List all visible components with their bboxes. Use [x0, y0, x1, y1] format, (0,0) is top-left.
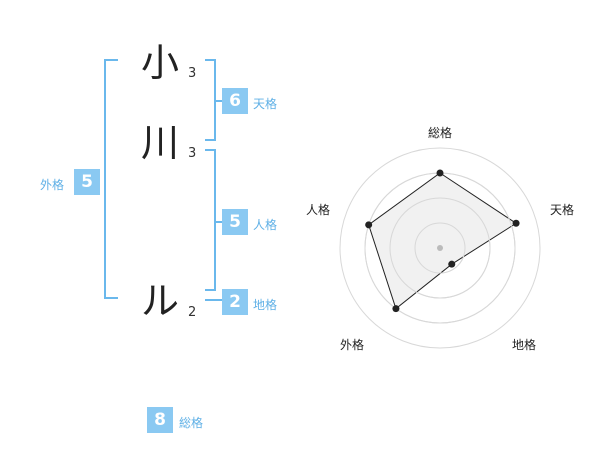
tenkaku-bracket [205, 59, 216, 141]
name-char-1-strokes: 3 [188, 66, 197, 81]
soukaku-label: 総格 [179, 416, 204, 430]
gaikaku-value: 5 [74, 169, 100, 195]
radar-polygon [368, 172, 518, 310]
jinkaku-bracket [205, 149, 216, 291]
name-char-2: 川 [140, 121, 179, 165]
jinkaku-label: 人格 [253, 218, 278, 232]
gaikaku-bracket [104, 59, 118, 299]
name-char-3: ル [140, 279, 179, 323]
jinkaku-value: 5 [222, 209, 248, 235]
gaikaku-label: 外格 [40, 178, 65, 192]
chikaku-value: 2 [222, 289, 248, 315]
soukaku-value: 8 [147, 407, 173, 433]
chikaku-label: 地格 [253, 298, 278, 312]
radar-point-0 [436, 169, 444, 177]
radar-ring-inner [389, 197, 491, 299]
radar-ring-inner [414, 222, 466, 274]
radar-chart [339, 147, 541, 349]
name-char-2-strokes: 3 [188, 146, 197, 161]
radar-point-4 [365, 221, 373, 229]
name-char-1: 小 [140, 41, 179, 85]
radar-point-3 [392, 305, 400, 313]
name-char-3-strokes: 2 [188, 305, 197, 320]
radar-label-chikaku: 地格 [512, 338, 537, 352]
radar-label-gaikaku: 外格 [340, 338, 365, 352]
radar-label-tenkaku: 天格 [550, 203, 575, 217]
radar-ring [339, 147, 541, 349]
radar-point-1 [512, 219, 520, 227]
tenkaku-label: 天格 [253, 97, 278, 111]
radar-center-dot [437, 245, 443, 251]
radar-label-soukaku: 総格 [428, 126, 453, 140]
radar-label-jinkaku: 人格 [306, 203, 331, 217]
radar-point-2 [448, 260, 456, 268]
tenkaku-value: 6 [222, 88, 248, 114]
